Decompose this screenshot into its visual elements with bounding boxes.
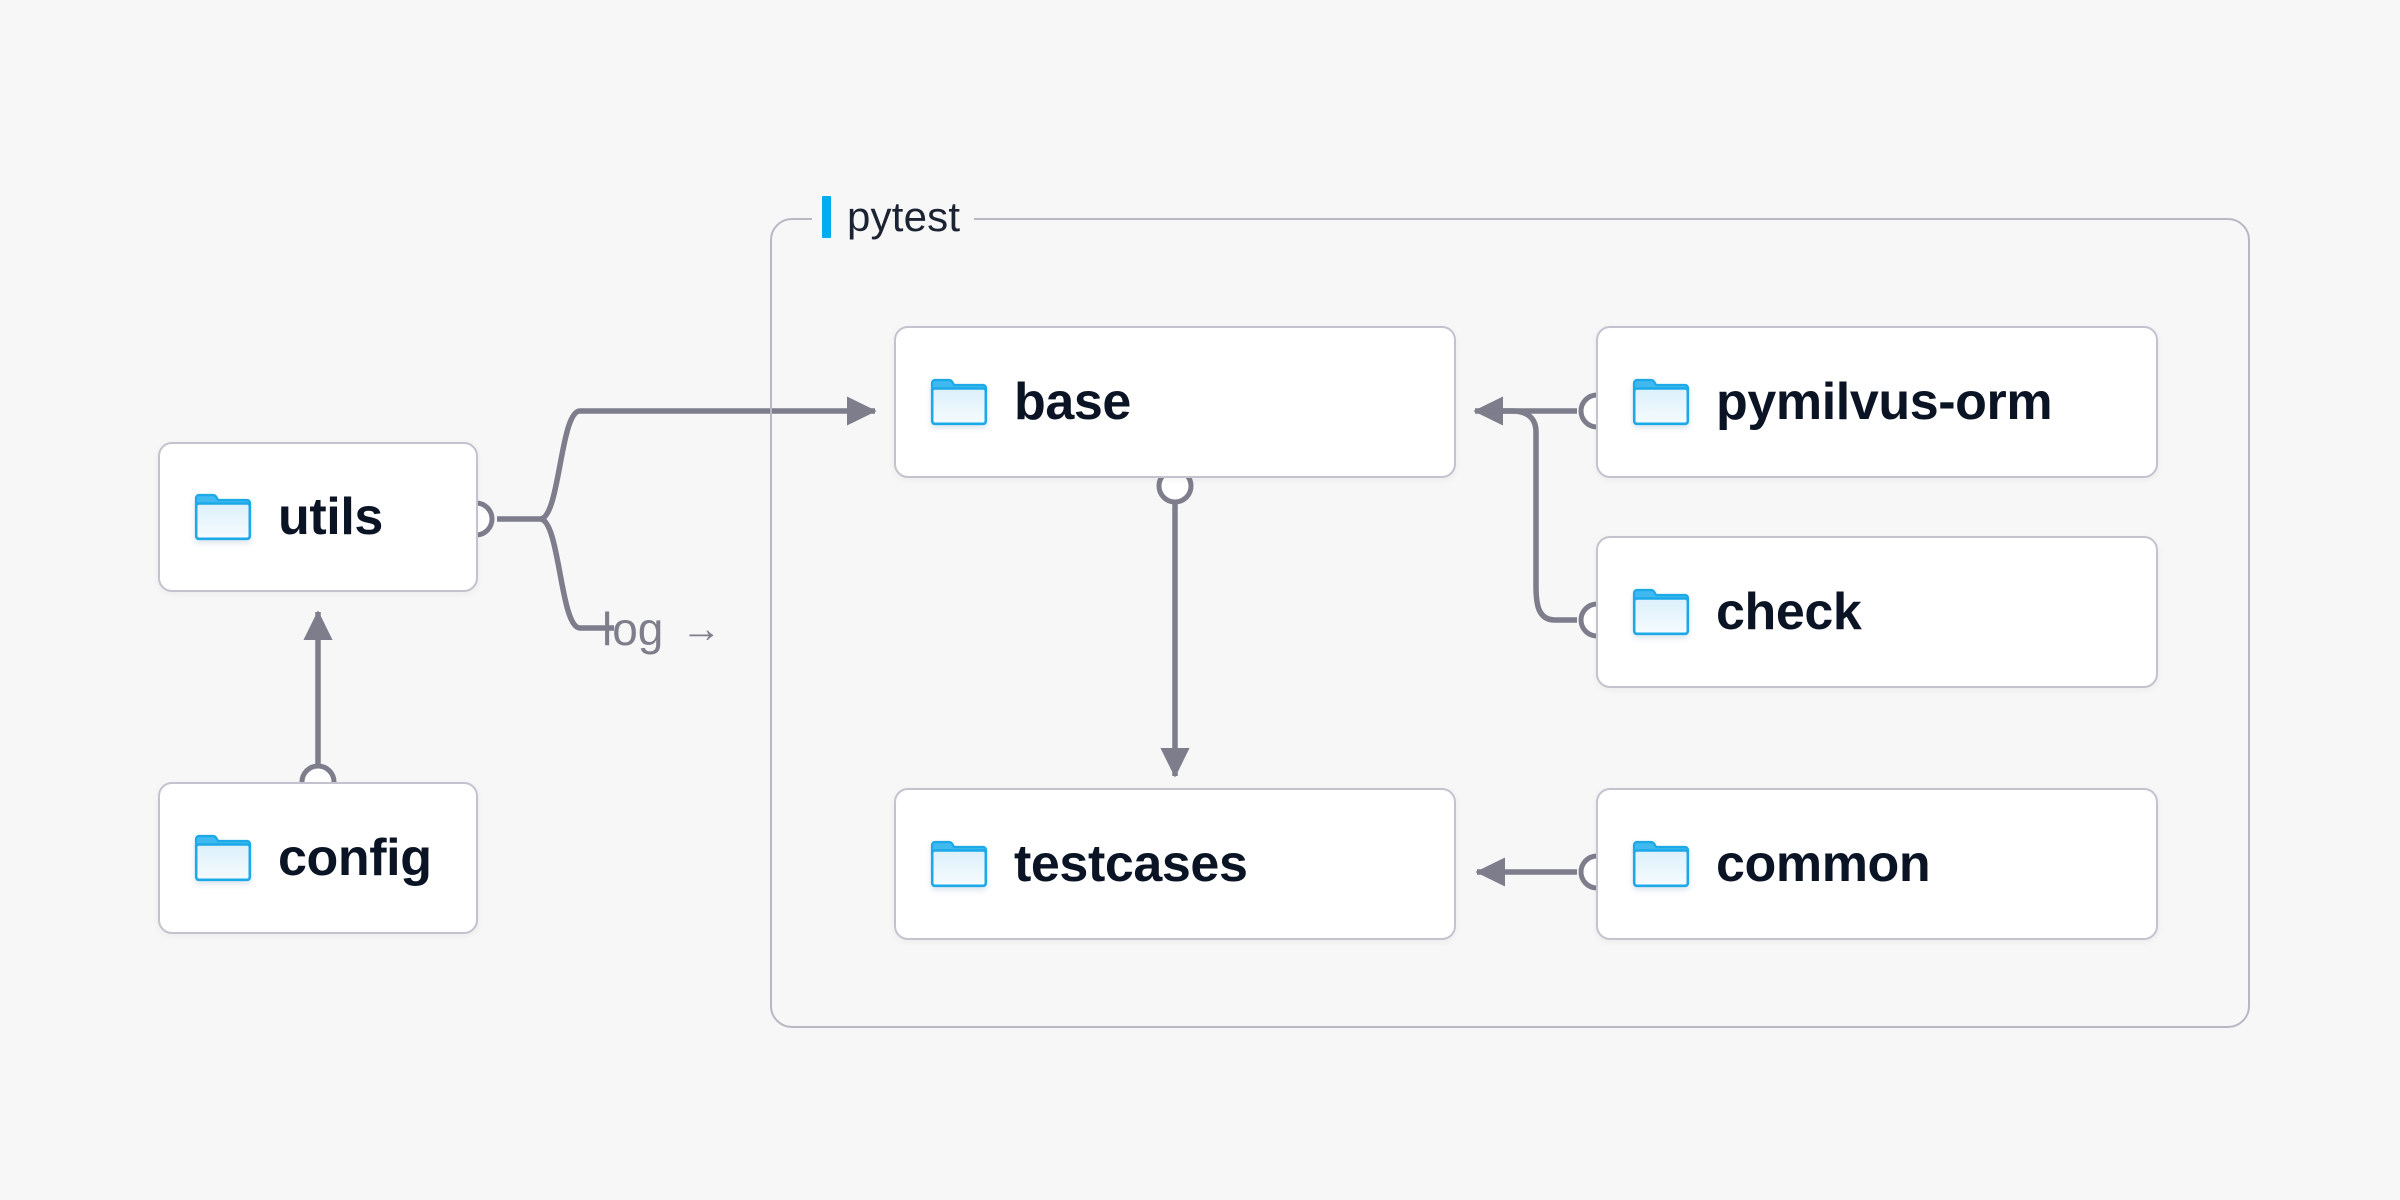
node-check[interactable]: check bbox=[1596, 536, 2158, 688]
node-base[interactable]: base bbox=[894, 326, 1456, 478]
edge-utils-to-base bbox=[538, 396, 877, 522]
edge-check-to-base bbox=[1480, 408, 1577, 623]
node-pymilvus-orm[interactable]: pymilvus-orm bbox=[1596, 326, 2158, 478]
edge-utils-to-log bbox=[538, 516, 614, 631]
folder-icon bbox=[194, 834, 252, 882]
group-pytest[interactable] bbox=[770, 218, 2250, 1028]
node-base-label: base bbox=[1014, 373, 1131, 431]
edge-label-log-text: log bbox=[602, 603, 664, 655]
node-pymilvus-orm-label: pymilvus-orm bbox=[1716, 373, 2053, 431]
arrow-right-icon: → bbox=[681, 607, 722, 651]
node-config-label: config bbox=[278, 829, 432, 887]
group-pytest-label: pytest bbox=[812, 190, 975, 244]
vertical-bar-accent-icon bbox=[822, 196, 831, 238]
node-common[interactable]: common bbox=[1596, 788, 2158, 940]
folder-icon bbox=[930, 840, 988, 888]
folder-icon bbox=[194, 493, 252, 541]
edge-label-log: log → bbox=[602, 606, 721, 652]
folder-icon bbox=[1632, 840, 1690, 888]
folder-icon bbox=[1632, 378, 1690, 426]
folder-icon bbox=[930, 378, 988, 426]
node-config[interactable]: config bbox=[158, 782, 478, 934]
node-testcases[interactable]: testcases bbox=[894, 788, 1456, 940]
group-pytest-label-text: pytest bbox=[847, 193, 961, 240]
node-common-label: common bbox=[1716, 835, 1931, 893]
node-utils[interactable]: utils bbox=[158, 442, 478, 592]
node-check-label: check bbox=[1716, 583, 1862, 641]
node-utils-label: utils bbox=[278, 488, 383, 546]
folder-icon bbox=[1632, 588, 1690, 636]
node-testcases-label: testcases bbox=[1014, 835, 1248, 893]
